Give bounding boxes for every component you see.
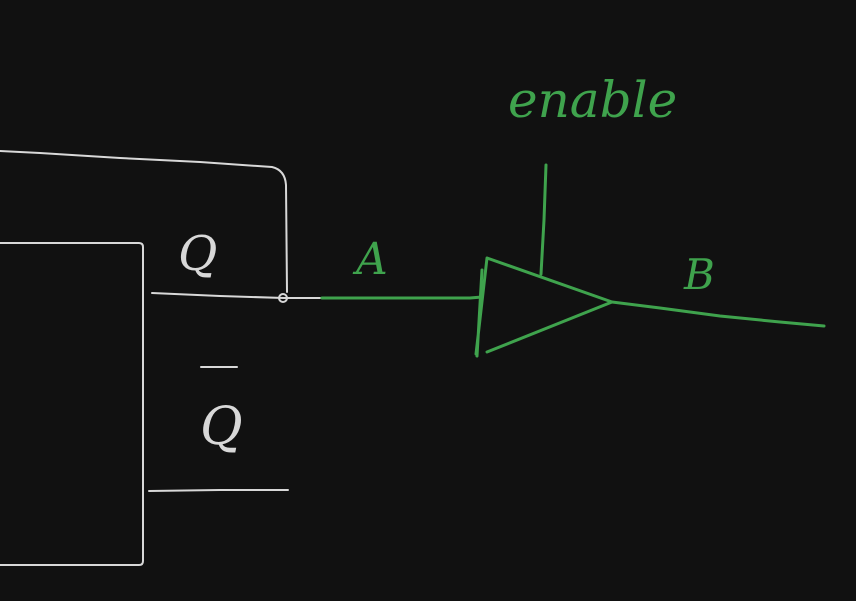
net-b-label: B (683, 250, 715, 299)
q-label: Q (178, 226, 217, 282)
feedback-wire (0, 150, 288, 293)
qbar-label: Q (200, 397, 243, 457)
tristate-buffer (474, 256, 614, 358)
net-b-wire (610, 300, 826, 328)
enable-line (539, 163, 548, 276)
net-a-wire (320, 295, 484, 300)
flipflop-body (0, 242, 144, 566)
junction-dot (278, 293, 288, 303)
q-output-wire (151, 292, 321, 299)
qbar-output-wire (148, 489, 289, 492)
net-a-label: A (352, 234, 388, 285)
enable-label: enable (508, 71, 677, 129)
